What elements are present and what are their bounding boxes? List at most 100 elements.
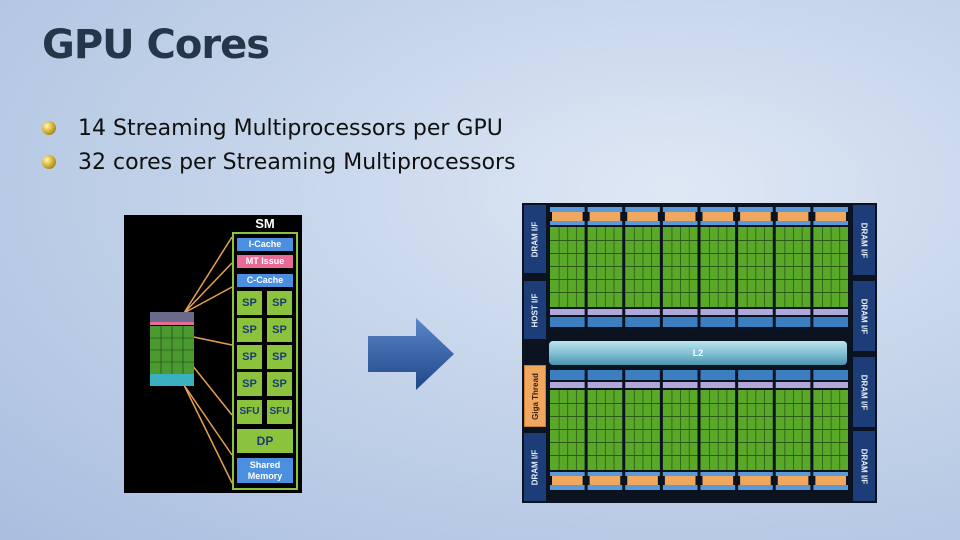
sm-band [738,472,773,476]
shared-memory-label-line2: Memory [247,471,283,481]
grid-line [830,390,832,470]
shared-memory-label-line1: Shared [249,460,281,470]
grid-line [633,227,635,307]
grid-line [680,227,681,307]
sm-cache [589,476,621,485]
sp-core: SP [237,291,262,315]
sm-texture [625,309,660,315]
grid-line [839,227,841,307]
sm-band [587,472,623,476]
dp-unit: DP [237,429,293,453]
grid-line [822,227,823,307]
sm-footer [738,317,773,327]
sm-header [813,207,848,212]
sm-miniature [150,312,194,386]
sm-title: SM [255,216,275,231]
dram-interface-left: DRAM I/F [524,433,546,501]
grid-line [596,227,598,307]
sm-texture [662,309,698,315]
sm-header [813,485,848,490]
grid-line [642,390,644,470]
sm-array [550,207,848,490]
ccache-block: C-Cache [237,274,293,287]
sm-texture [775,309,811,315]
bullet-item: 32 cores per Streaming Multiprocessors [42,146,516,180]
sm-cache [552,212,583,221]
sm-texture [550,382,585,388]
grid-line [822,390,823,470]
sp-core: SP [267,345,292,369]
sm-header [625,207,660,212]
sm-header [738,485,773,490]
grid-line [746,227,748,307]
sm-footer [662,317,698,327]
sm-header [775,207,811,212]
grid-line [575,390,577,470]
bullet-text: 32 cores per Streaming Multiprocessors [78,150,516,175]
grid-line [651,390,653,470]
grid-line [755,227,757,307]
sm-texture [738,309,773,315]
grid-line [642,227,644,307]
sm-footer [775,317,811,327]
sm-footer [813,317,848,327]
grid-line [717,390,719,470]
l2-cache: L2 [549,341,847,365]
slide-title: GPU Cores [42,22,270,68]
sm-cache [627,476,658,485]
grid-line [604,227,606,307]
sm-header [662,207,698,212]
sm-band [813,472,848,476]
sm-cache [740,476,771,485]
sm-texture [550,309,585,315]
grid-line [575,227,577,307]
grid-line [839,390,841,470]
sm-cache [815,212,846,221]
grid-line [688,390,690,470]
dram-interface-left: DRAM I/F [524,205,546,273]
shared-memory-block: Shared Memory [237,458,293,483]
sm-footer [550,317,585,327]
sm-texture [625,382,660,388]
sm-band [775,221,811,225]
grid-line [784,227,786,307]
sm-band [625,472,660,476]
sm-band [587,221,623,225]
sm-cache [740,212,771,221]
sm-footer [587,370,623,380]
sm-footer [587,317,623,327]
sfu-unit: SFU [267,400,292,424]
sm-texture [813,309,848,315]
grid-line [688,227,690,307]
sp-core: SP [237,345,262,369]
grid-line [596,390,598,470]
host-interface: HOST I/F [524,281,546,339]
sm-band [662,472,698,476]
grid-line [764,390,765,470]
bullet-text: 14 Streaming Multiprocessors per GPU [78,116,503,141]
grid-line [784,390,786,470]
sm-header [700,485,736,490]
bullet-sphere-icon [42,121,56,135]
grid-line [793,227,794,307]
grid-line [567,227,569,307]
sm-header [550,485,585,490]
sm-header [550,207,585,212]
sm-band [700,221,736,225]
sm-band [700,472,736,476]
sm-band [738,221,773,225]
grid-line [651,227,653,307]
sm-header [587,485,623,490]
sm-texture [587,309,623,315]
mt-issue-block: MT Issue [237,255,293,268]
sm-footer [625,317,660,327]
dram-interface-right: DRAM I/F [853,357,875,427]
grid-line [613,390,615,470]
grid-line [717,227,719,307]
sm-band [662,221,698,225]
dram-interface-right: DRAM I/F [853,205,875,275]
sm-footer [550,370,585,380]
right-arrow-icon [368,318,454,390]
sm-texture [700,382,736,388]
grid-line [801,227,803,307]
